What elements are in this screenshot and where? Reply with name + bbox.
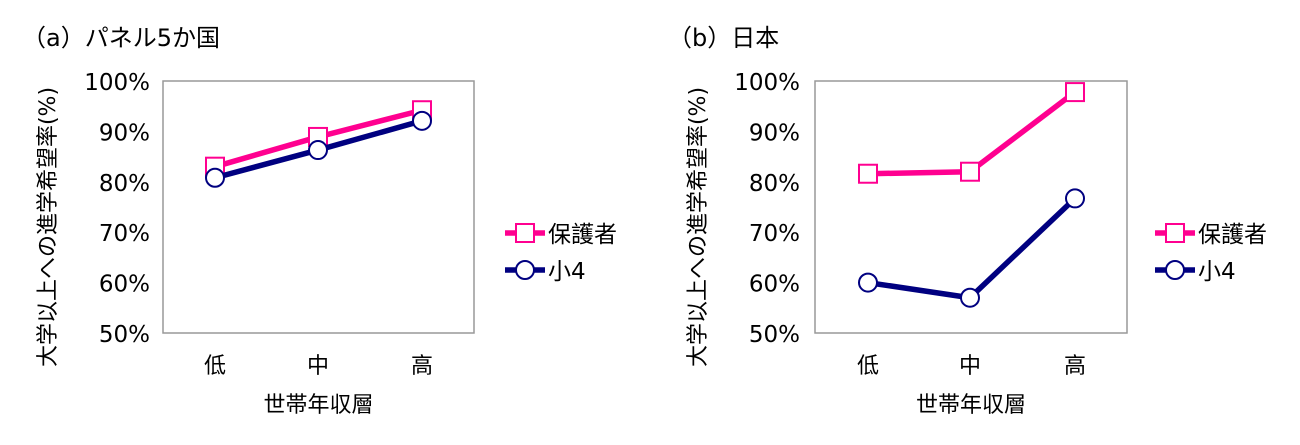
legend-marker-circle	[515, 260, 535, 280]
x-tick-label: 低	[857, 354, 879, 379]
chart-title: （a）パネル5か国	[22, 24, 220, 52]
legend-item: 小4	[505, 259, 586, 285]
x-tick-label: 低	[204, 354, 226, 379]
data-point-circle	[205, 167, 225, 188]
chart-title: （b）日本	[668, 24, 779, 52]
y-tick-label: 100%	[734, 70, 800, 96]
y-tick-label: 90%	[99, 120, 150, 146]
data-point-circle	[858, 272, 878, 293]
data-point-square	[858, 163, 878, 184]
data-point-circle	[1065, 188, 1085, 209]
y-tick-label: 90%	[749, 120, 800, 146]
y-tick-label: 70%	[749, 221, 800, 247]
y-tick-label: 50%	[99, 322, 150, 348]
x-tick-label: 中	[307, 354, 329, 379]
legend-label: 小4	[548, 259, 586, 285]
y-tick-label: 80%	[749, 171, 800, 197]
data-point-circle	[960, 287, 980, 308]
y-tick-label: 70%	[99, 221, 150, 247]
y-tick-label: 80%	[99, 171, 150, 197]
legend-item: 保護者	[1155, 222, 1267, 248]
y-tick-label: 100%	[84, 70, 150, 96]
y-axis-label: 大学以上への進学希望率(%)	[686, 87, 711, 367]
x-axis-label: 世帯年収層	[916, 393, 1026, 418]
legend-item: 小4	[1155, 259, 1236, 285]
data-point-square	[1065, 82, 1085, 103]
legend-marker-square	[1165, 223, 1185, 243]
data-point-square	[960, 161, 980, 182]
legend-item: 保護者	[505, 222, 617, 248]
legend-label: 保護者	[1198, 222, 1267, 248]
y-tick-label: 50%	[749, 322, 800, 348]
x-tick-label: 中	[959, 354, 981, 379]
y-tick-label: 60%	[99, 272, 150, 298]
data-point-circle	[412, 110, 432, 131]
x-tick-label: 高	[1064, 354, 1086, 379]
legend-marker-circle	[1165, 260, 1185, 280]
y-axis-label: 大学以上への進学希望率(%)	[36, 87, 61, 367]
x-axis-label: 世帯年収層	[263, 393, 373, 418]
x-tick-label: 高	[411, 354, 433, 379]
data-point-circle	[308, 140, 328, 161]
y-tick-label: 60%	[749, 272, 800, 298]
legend-marker-square	[515, 223, 535, 243]
legend-label: 保護者	[548, 222, 617, 248]
legend-label: 小4	[1198, 259, 1236, 285]
